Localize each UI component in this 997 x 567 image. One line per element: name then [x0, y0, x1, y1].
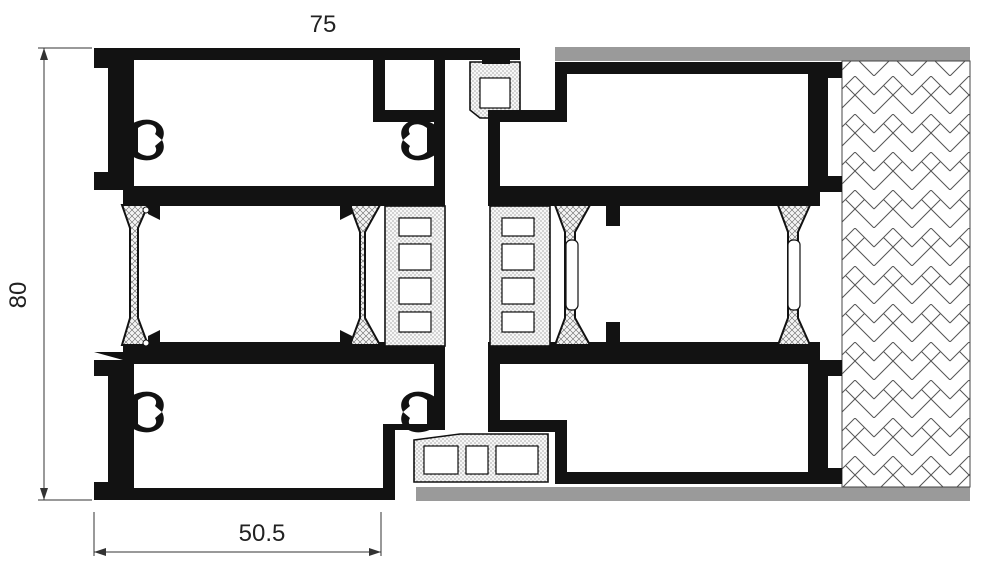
right-thermal-slot-1: [565, 239, 579, 311]
left-screw-port-bottom: [142, 339, 150, 347]
bottom-seal-cell-1: [423, 445, 459, 475]
left-central-gasket: [384, 205, 446, 347]
left-top-small-chamber: [385, 60, 434, 110]
right-top-chamber: [500, 74, 808, 186]
glazing-assembly: [416, 47, 971, 501]
left-top-chamber: [134, 60, 434, 186]
dimension-height-label: 80: [5, 282, 32, 309]
left-top-clip-hook-right: [401, 119, 435, 161]
left-top-clip-hook: [130, 119, 164, 161]
right-gasket-cell-4: [501, 311, 535, 333]
left-bottom-clip-hook-right: [401, 391, 435, 433]
arrow-right-icon: [369, 548, 381, 556]
bottom-glazing-strip: [416, 487, 970, 501]
left-mid-bottom-wall: [123, 342, 445, 352]
dimension-bottom: 50.5: [93, 512, 382, 556]
right-gasket-cell-3: [501, 277, 535, 305]
left-bottom-clip-hook: [130, 391, 164, 433]
left-thermal-strip-inner: [348, 204, 382, 346]
left-thermal-break: [120, 204, 382, 347]
right-sash-profile: [488, 62, 842, 484]
left-bottom-chamber: [134, 364, 434, 488]
left-gasket-cell-3: [398, 277, 432, 305]
left-gasket-cell-2: [398, 243, 432, 271]
right-anchor-teeth: [606, 206, 620, 342]
left-frame-profile: [94, 48, 520, 500]
dimension-top-label: 75: [310, 11, 337, 38]
herringbone-infill-panel: [841, 60, 971, 488]
right-thermal-slot-2: [787, 239, 801, 311]
left-screw-port-top: [142, 206, 150, 214]
bottom-seal-cell-2: [465, 445, 489, 475]
right-thermal-break: [553, 204, 812, 346]
right-insulation-cavity: [592, 208, 776, 340]
right-central-gasket: [489, 205, 551, 347]
right-mid-bottom-wall: [488, 342, 820, 352]
arrow-down-icon: [40, 488, 48, 500]
top-seal-cap: [482, 54, 510, 64]
right-bottom-chamber: [500, 364, 808, 472]
arrow-left-icon: [94, 548, 106, 556]
top-seal-cell: [479, 77, 511, 109]
left-gasket-cell-1: [398, 217, 432, 237]
left-insulation-cavity: [148, 208, 348, 340]
arrow-up-icon: [40, 48, 48, 60]
left-gasket-cell-4: [398, 311, 432, 333]
left-mid-top-wall: [123, 198, 445, 206]
dimension-bottom-label: 50.5: [239, 520, 286, 547]
dimension-height: 80: [5, 47, 92, 501]
dimension-top: 75: [310, 11, 337, 38]
top-seal-gasket: [469, 54, 521, 119]
top-glazing-strip: [555, 47, 970, 61]
left-top-web: [373, 60, 385, 122]
right-mid-top-wall: [488, 198, 820, 206]
bottom-seal-gasket: [413, 433, 549, 483]
left-thermal-strip-outer: [120, 204, 150, 346]
bottom-seal-cell-3: [495, 445, 539, 475]
right-gasket-cell-1: [501, 217, 535, 237]
right-gasket-cell-2: [501, 243, 535, 271]
